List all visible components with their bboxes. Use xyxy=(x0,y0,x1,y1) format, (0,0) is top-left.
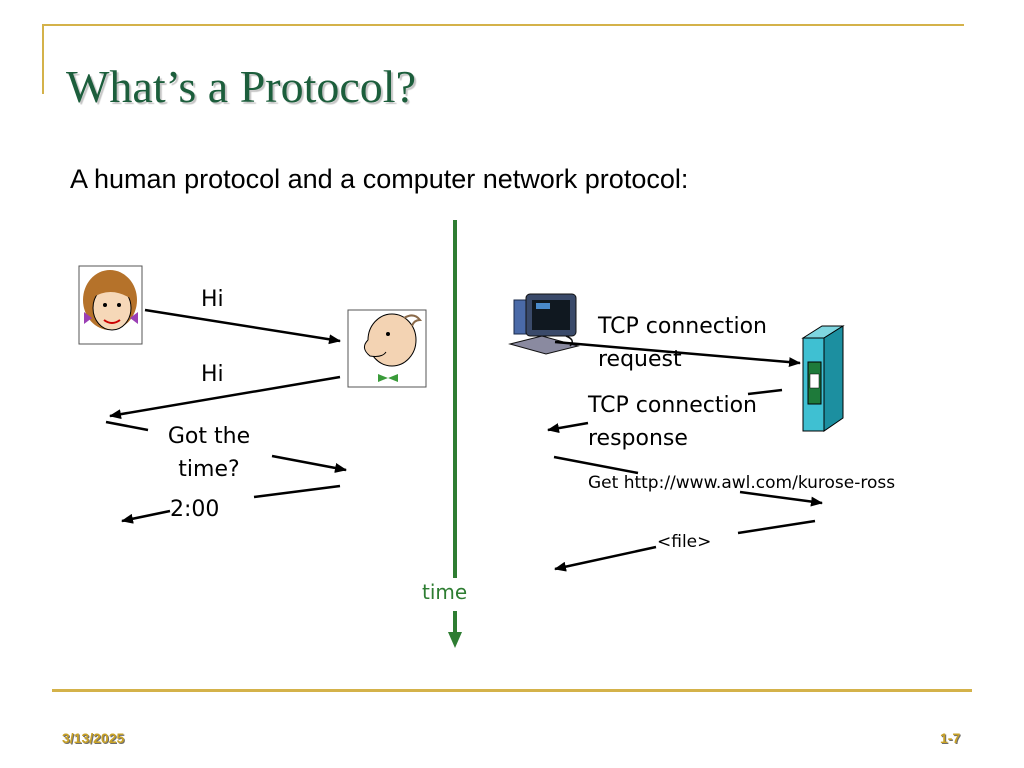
timeline-label: time xyxy=(422,580,468,604)
computer-icon xyxy=(508,293,580,355)
footer-date: 3/13/2025 xyxy=(62,730,125,746)
msg-file: <file> xyxy=(657,532,712,552)
msg-got-the-time: Got the time? xyxy=(167,424,251,482)
msg-tcp-response: TCP connection response xyxy=(588,393,757,451)
slide-title: What’s a Protocol? xyxy=(66,61,417,112)
man-face-icon xyxy=(347,309,427,388)
frame-left-rule xyxy=(42,24,44,94)
msg-http-get: Get http://www.awl.com/kurose-ross xyxy=(588,473,896,493)
footer-rule xyxy=(52,689,972,692)
frame-top-rule xyxy=(42,24,964,26)
msg-hi-1: Hi xyxy=(201,287,224,312)
server-icon xyxy=(801,325,845,432)
footer-page-number: 1-7 xyxy=(940,730,961,746)
msg-reply-time: 2:00 xyxy=(170,497,220,522)
msg-hi-2: Hi xyxy=(201,362,224,387)
msg-tcp-request: TCP connection request xyxy=(598,314,767,372)
woman-face-icon xyxy=(78,265,143,345)
slide-subtitle: A human protocol and a computer network … xyxy=(70,164,689,194)
